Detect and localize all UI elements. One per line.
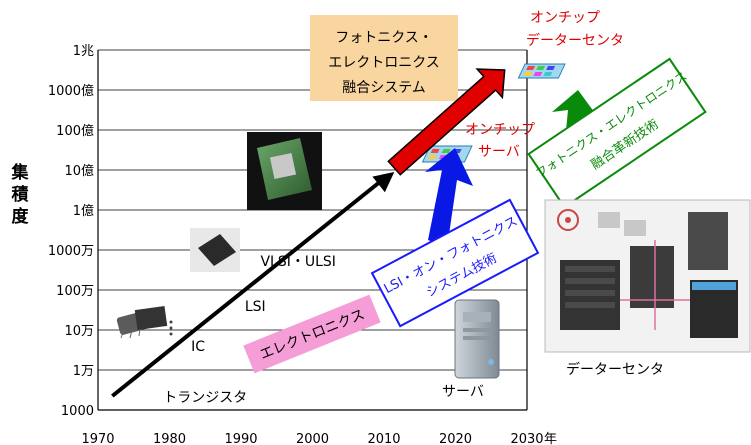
y-tick-label: 10万 (64, 324, 94, 339)
y-tick-label: 1000億 (48, 83, 94, 99)
y-tick-label: 10億 (64, 163, 94, 179)
electronics-box-bg (243, 294, 381, 374)
photonics-fusion-line2: エレクトロニクス (328, 55, 440, 71)
onchip-server-line2: サーバ (478, 144, 520, 160)
photonics-fusion-box-bg (310, 15, 458, 101)
photonics-fusion-box: フォトニクス・ エレクトロニクス 融合システム (310, 15, 458, 101)
lsi-chip-photo (190, 228, 240, 272)
era-labels: トランジスタ IC LSI VLSI・ULSI (163, 254, 336, 406)
vlsi-processor-photo (247, 132, 322, 210)
y-tick-label: 1万 (73, 364, 94, 379)
photonics-fusion-line1: フォトニクス・ (335, 30, 433, 46)
x-tick-label: 1990 (224, 432, 257, 445)
y-axis-label-char: 集 (11, 162, 30, 183)
series-line-electronics (111, 178, 384, 398)
y-tick-label: 1億 (73, 203, 94, 219)
x-tick-label: 1980 (153, 432, 186, 445)
server-tower-photo (454, 299, 500, 379)
y-tick-label: 1兆 (73, 44, 94, 59)
plot-frame (97, 50, 528, 411)
x-unit-label: 年 (544, 432, 557, 445)
y-axis-label-char: 積 (12, 184, 30, 205)
series-arrow-photonics (387, 68, 506, 176)
photonics-innovation-box: フォトニクス・エレクトロニクス 融合革新技術 (527, 57, 707, 209)
y-axis-label-char: 度 (12, 206, 30, 227)
ic-chip-photo (134, 306, 173, 336)
photonics-fusion-line3: 融合システム (342, 80, 426, 96)
x-tick-label: 2020 (439, 432, 472, 445)
server-label: サーバ (442, 384, 484, 400)
datacenter-illustration (544, 199, 751, 353)
y-tick-label: 100億 (56, 123, 94, 139)
series-arrowhead-electronics (372, 172, 395, 193)
y-tick-label: 1000 (61, 404, 94, 419)
y-tick-labels: 1000 1万 10万 100万 1000万 1億 10億 100億 1000億 1兆 (48, 44, 94, 419)
y-axis-label: 集積度 (11, 162, 30, 227)
lsi-photonics-box-border (370, 198, 540, 328)
x-tick-label: 2000 (296, 432, 329, 445)
onchip-dc-line1: オンチップ (530, 10, 600, 26)
onchip-server-line1: オンチップ (465, 122, 535, 138)
y-tick-label: 1000万 (48, 244, 94, 259)
era-label: VLSI・ULSI (260, 254, 335, 270)
x-tick-label: 2030 (510, 432, 543, 445)
datacenter-label: データーセンタ (566, 361, 664, 378)
era-label: トランジスタ (163, 390, 247, 406)
x-tick-label: 1970 (81, 432, 114, 445)
onchip-datacenter-chip-icon (517, 63, 566, 79)
series-layer (111, 68, 506, 398)
blue-up-arrow (425, 148, 473, 248)
era-label: IC (191, 339, 205, 355)
y-tick-label: 100万 (56, 284, 94, 299)
x-tick-label: 2010 (367, 432, 400, 445)
era-label: LSI (245, 299, 266, 315)
onchip-dc-line2: データーセンタ (526, 32, 624, 49)
photonics-innovation-box-border (527, 57, 707, 209)
x-tick-labels: 1970 1980 1990 2000 2010 2020 2030 (81, 432, 543, 445)
